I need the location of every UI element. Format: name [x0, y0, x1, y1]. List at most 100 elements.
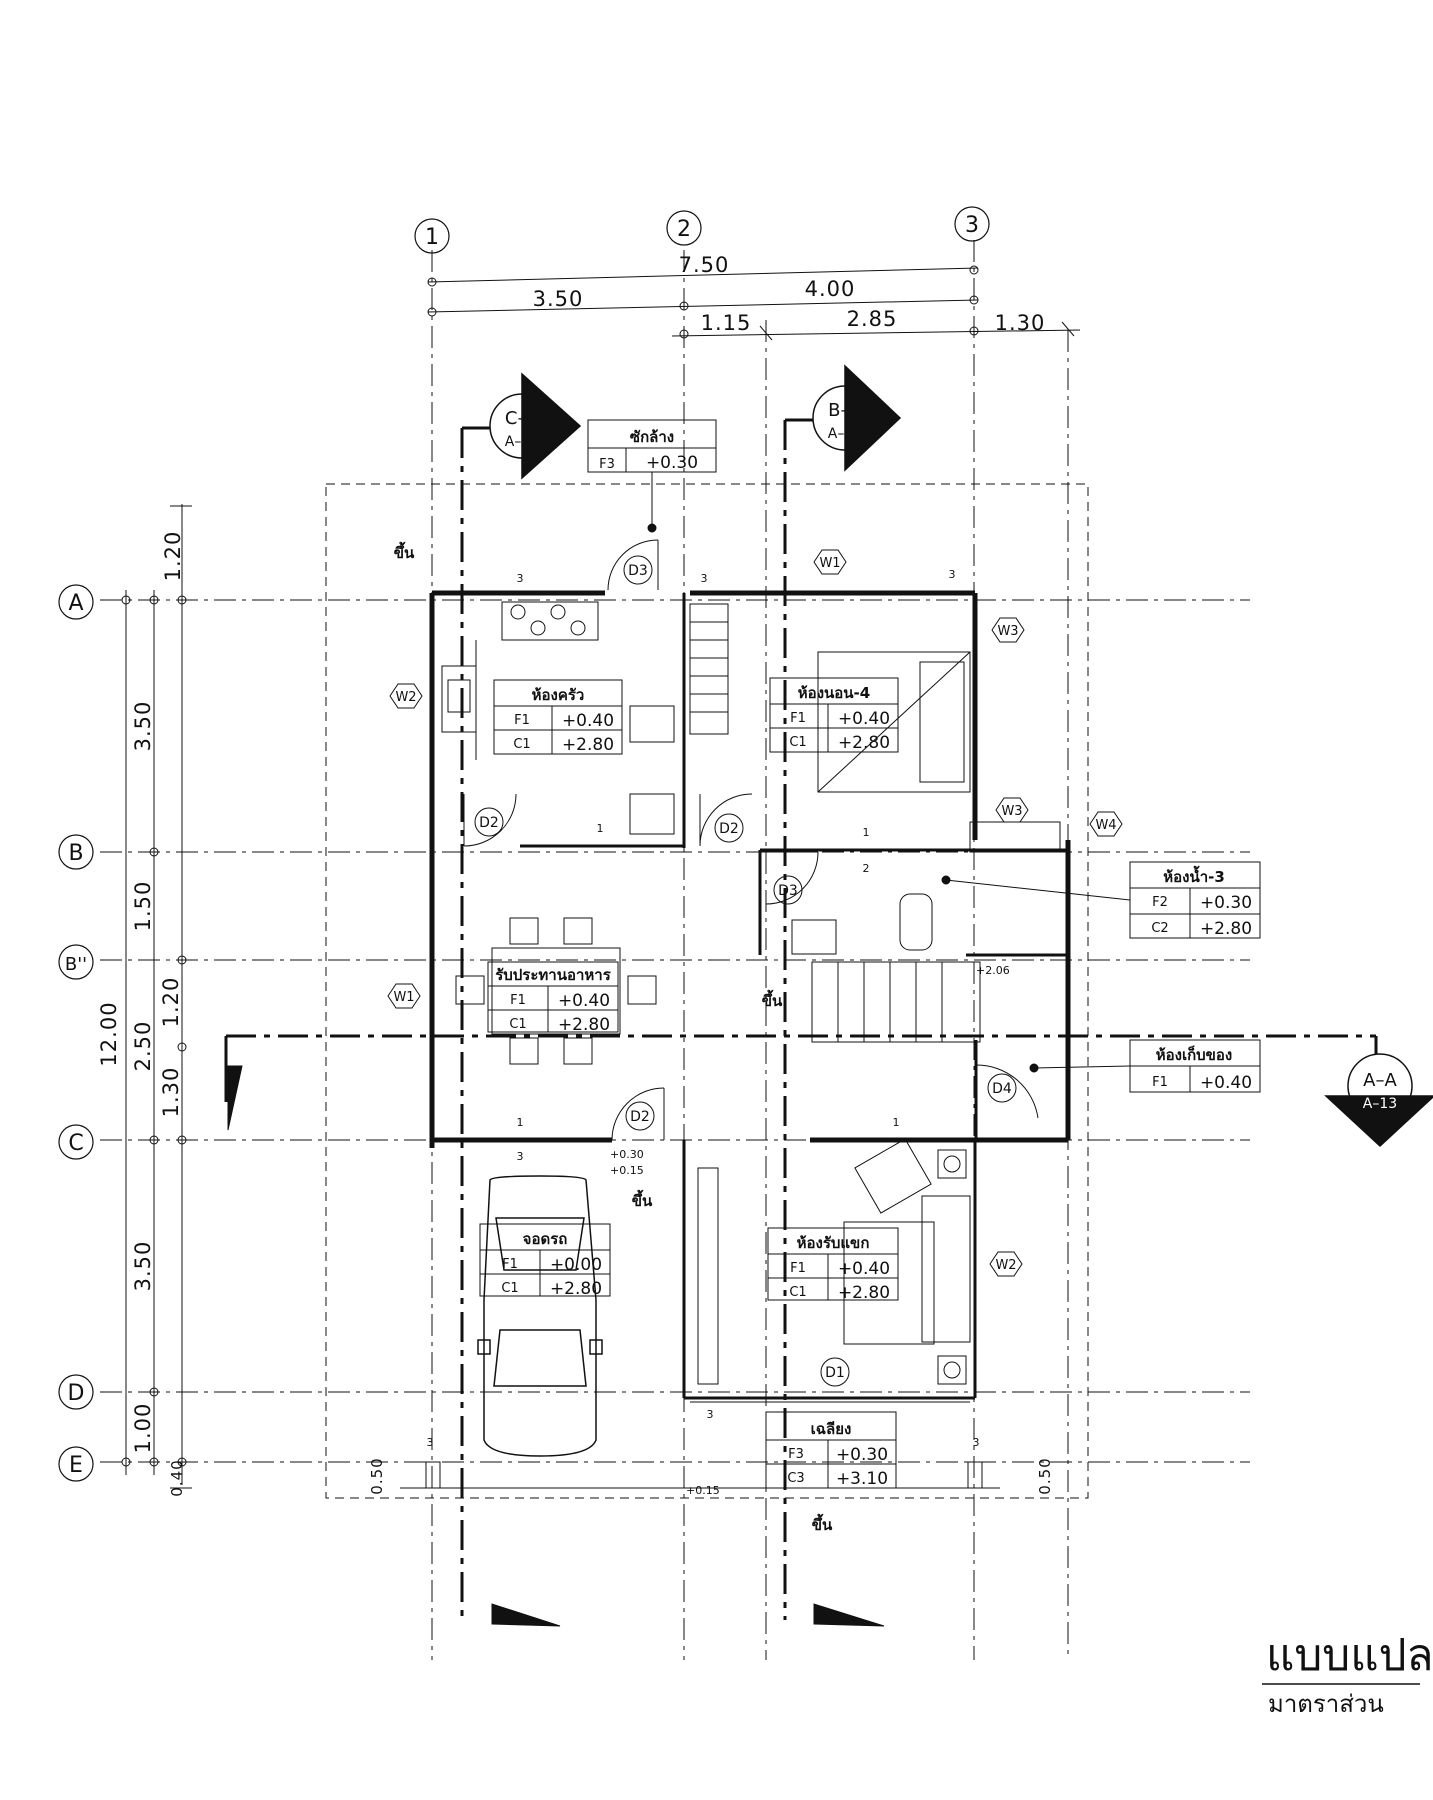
- window-tag-w3-bottom: W3: [1001, 804, 1022, 819]
- wall-tag: 3: [427, 1436, 434, 1449]
- window-tag-w1-dining: W1: [393, 990, 414, 1005]
- porch-floor-level: +0.30: [836, 1445, 888, 1465]
- bedroom-ceiling-level: +2.80: [838, 733, 890, 753]
- garage-title: จอดรถ: [523, 1230, 568, 1248]
- car: [477, 1175, 603, 1457]
- bed: [817, 651, 971, 793]
- grid-label-a: A: [68, 591, 83, 616]
- storage-floor: F1: [1152, 1075, 1168, 1090]
- door-tag-d2-stair: D2: [719, 821, 739, 837]
- dim-total-width: 7.50: [679, 253, 730, 277]
- grid-label-d: D: [68, 1381, 85, 1406]
- bedroom-title: ห้องนอน-4: [798, 684, 870, 702]
- grid-label-c: C: [68, 1131, 83, 1156]
- wall-tag: 3: [707, 1408, 714, 1421]
- wall-tag: 3: [517, 1150, 524, 1163]
- grid-label-bb: B'': [65, 954, 87, 975]
- grid-label-1: 1: [425, 225, 439, 250]
- section-lines: [226, 420, 1376, 1620]
- kitchen-floor: F1: [514, 713, 530, 728]
- dim-left-width: 3.50: [533, 287, 584, 311]
- door-tag-d3-bath: D3: [778, 883, 798, 899]
- window-tag-w2-kitchen: W2: [395, 690, 416, 705]
- dining-ceiling-level: +2.80: [558, 1015, 610, 1035]
- section-aa-sheet: A–13: [1363, 1096, 1397, 1112]
- dim-total-depth: 12.00: [97, 1001, 121, 1066]
- dining-table: [455, 917, 657, 1065]
- porch-line: [400, 1401, 1000, 1489]
- bedroom-floor: F1: [790, 711, 806, 726]
- bedroom-floor-level: +0.40: [838, 709, 890, 729]
- dining-floor-level: +0.40: [558, 991, 610, 1011]
- wall-tag: 1: [863, 826, 870, 839]
- left-dimension-lines: [121, 504, 192, 1489]
- door-tag-d1: D1: [825, 1365, 845, 1381]
- porch-floor: F3: [788, 1447, 804, 1462]
- bathroom-ceiling-level: +2.80: [1200, 919, 1252, 939]
- grid-bubbles: [58, 206, 990, 1482]
- wall-tag: 1: [893, 1116, 900, 1129]
- dim-bb-c: 2.50: [131, 1021, 155, 1072]
- kitchen-ceiling: C1: [513, 737, 530, 752]
- up-label-porch: ขึ้น: [812, 1513, 833, 1534]
- section-cc-sheet: A–15: [505, 434, 539, 450]
- drawing-scale: มาตราส่วน: [1268, 1690, 1384, 1718]
- dim-bb-sub1: 1.20: [159, 977, 183, 1028]
- kitchen-floor-level: +0.40: [562, 711, 614, 731]
- section-aa-name: A–A: [1363, 1070, 1397, 1091]
- laundry-title: ซักล้าง: [630, 428, 674, 446]
- level-015: +0.15: [610, 1164, 644, 1177]
- dim-e-bottom: 0.40: [168, 1459, 186, 1496]
- garage-floor: F1: [502, 1257, 518, 1272]
- kitchen-ceiling-level: +2.80: [562, 735, 614, 755]
- up-label-garage: ขึ้น: [632, 1189, 653, 1210]
- drawing-title: แบบแปลน: [1266, 1630, 1433, 1681]
- section-bb-name: B–B: [828, 400, 862, 421]
- dim-d-e: 1.00: [131, 1403, 155, 1454]
- bathroom-floor-level: +0.30: [1200, 893, 1252, 913]
- storage-floor-level: +0.40: [1200, 1073, 1252, 1093]
- living-title: ห้องรับแขก: [797, 1234, 870, 1252]
- section-cc-name: C–C: [505, 408, 539, 429]
- door-tag-d2-garage: D2: [630, 1109, 650, 1125]
- level-015-porch: +0.15: [686, 1484, 720, 1497]
- grid-lines-horizontal: [100, 599, 1250, 1463]
- living-floor: F1: [790, 1261, 806, 1276]
- door-tag-d2-kitchen: D2: [479, 815, 499, 831]
- garage-ceiling: C1: [501, 1281, 518, 1296]
- kitchen-title: ห้องครัว: [532, 686, 585, 704]
- dim-sub-2: 2.85: [847, 307, 898, 331]
- laundry-floor-level: +0.30: [646, 453, 698, 473]
- window-tag-w1-bedroom: W1: [819, 556, 840, 571]
- door-tag-d3-laundry: D3: [628, 563, 648, 579]
- door-tag-d4: D4: [992, 1081, 1012, 1097]
- dim-sub-1: 1.15: [701, 311, 752, 335]
- level-030: +0.30: [610, 1148, 644, 1161]
- bathroom-title: ห้องน้ำ-3: [1163, 865, 1225, 886]
- living-floor-level: +0.40: [838, 1259, 890, 1279]
- section-arrows-bottom: [227, 1065, 885, 1627]
- grid-label-3: 3: [965, 213, 979, 238]
- door-swings: [463, 539, 1039, 1141]
- up-label-stair: ขึ้น: [762, 989, 783, 1010]
- wall-tag: 1: [597, 822, 604, 835]
- section-bb-sheet: A–14: [828, 426, 862, 442]
- porch-ceiling: C3: [787, 1471, 804, 1486]
- window-tag-w2-living: W2: [995, 1258, 1016, 1273]
- bathroom-ceiling: C2: [1151, 921, 1168, 936]
- wall-tag: 3: [701, 572, 708, 585]
- window-tag-w3-top: W3: [997, 624, 1018, 639]
- dim-left-050: 0.50: [368, 1457, 386, 1494]
- dim-a-b: 3.50: [131, 701, 155, 752]
- porch-ceiling-level: +3.10: [836, 1469, 888, 1489]
- dim-c-d: 3.50: [131, 1241, 155, 1292]
- garage-floor-level: +0.00: [550, 1255, 602, 1275]
- dining-ceiling: C1: [509, 1017, 526, 1032]
- living-ceiling: C1: [789, 1285, 806, 1300]
- door-window-tag-shapes: [387, 549, 1123, 1387]
- porch-title: เฉลียง: [811, 1420, 852, 1438]
- dim-sub-3: 1.30: [995, 311, 1046, 335]
- wall-tag: 3: [949, 568, 956, 581]
- wall-tag: 3: [973, 1436, 980, 1449]
